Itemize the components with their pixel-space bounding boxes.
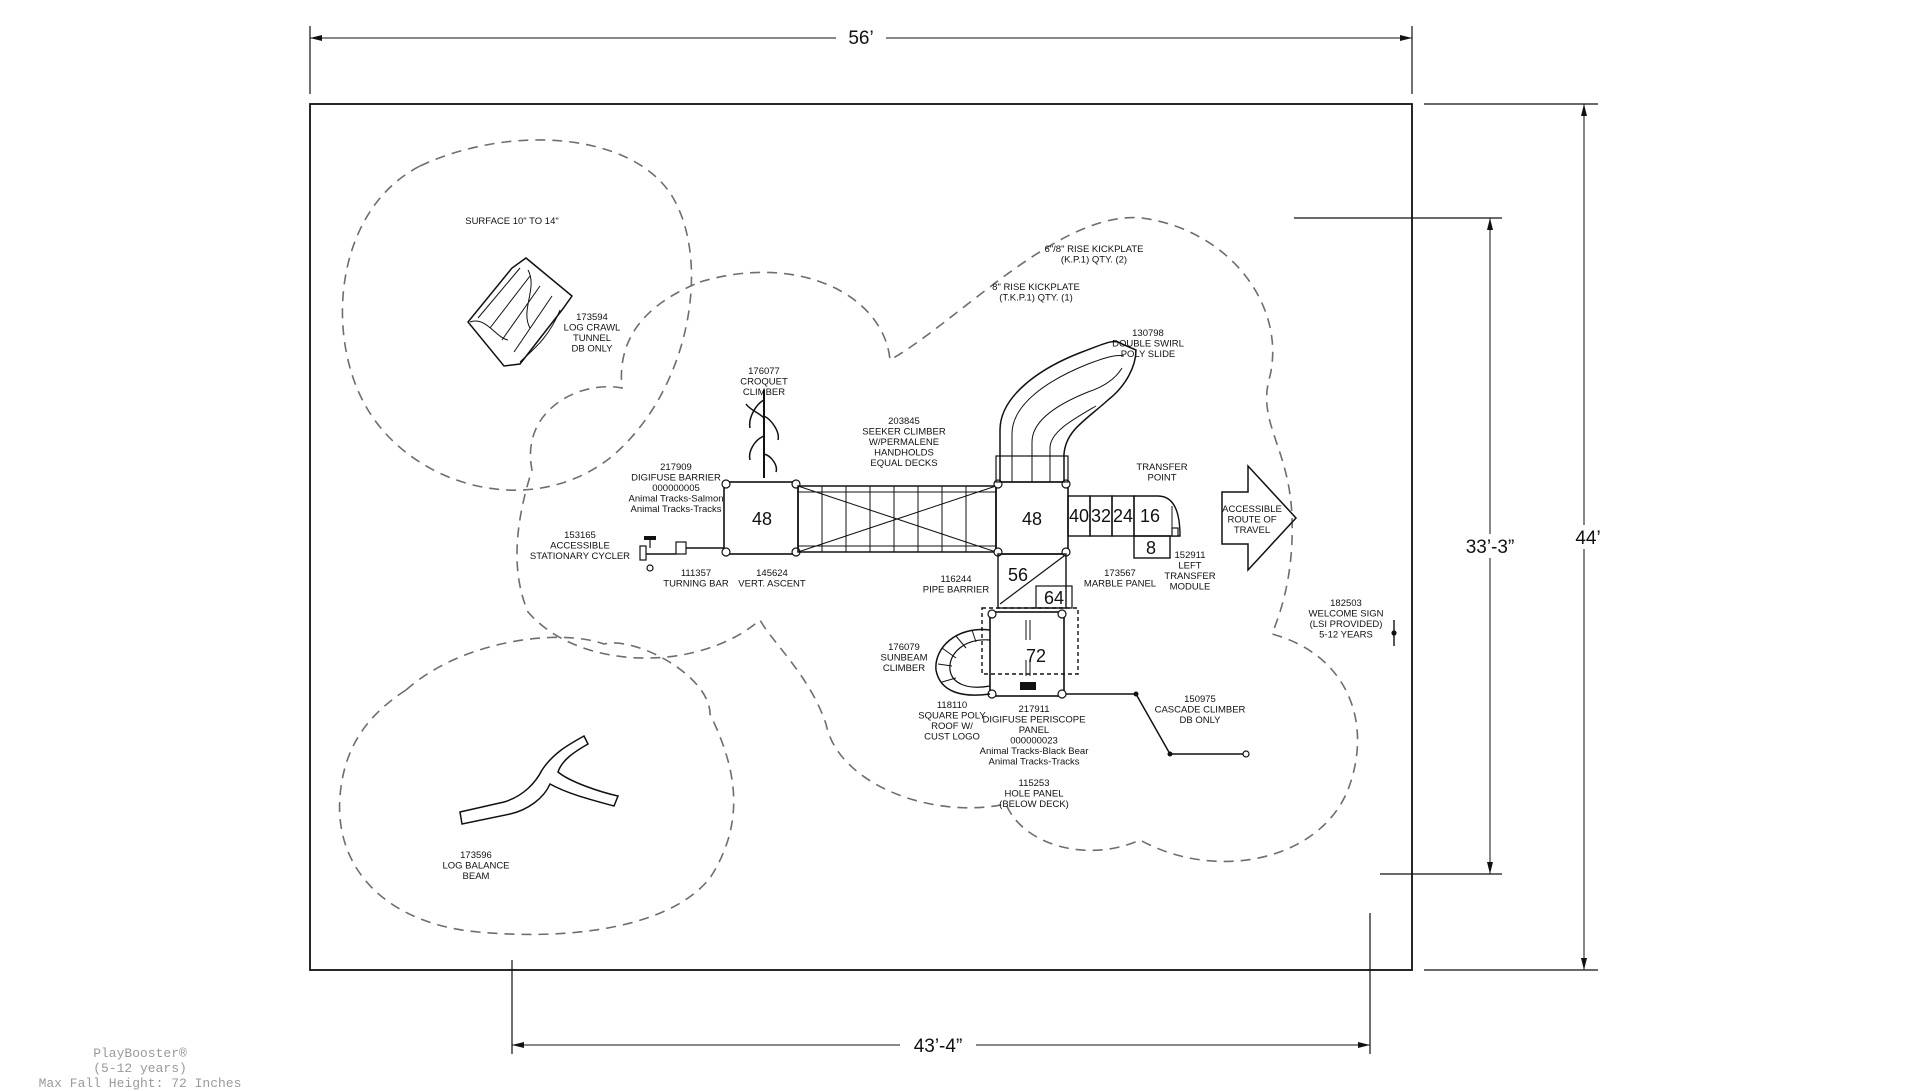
deck-48-left-number: 48 [752, 509, 772, 529]
dim-33-3: 33’-3” [1466, 537, 1515, 558]
step-16: 16 [1140, 506, 1160, 526]
dimension-bottom: 43’-4” [511, 913, 1371, 1057]
croquet-climber-icon [745, 390, 780, 478]
footer-caption: PlayBooster® (5-12 years) Max Fall Heigh… [20, 1046, 260, 1091]
welcome-sign-icon [1391, 620, 1397, 646]
site-border [309, 103, 1413, 971]
step-24: 24 [1113, 506, 1133, 526]
cascade-climber-icon [1066, 691, 1250, 758]
step-40: 40 [1069, 506, 1089, 526]
deck-48-right-number: 48 [1022, 509, 1042, 529]
surface-note: SURFACE 10" TO 14" [465, 216, 559, 227]
seeker-climber-bridge [797, 485, 997, 553]
use-zone-main [516, 216, 1359, 863]
dim-43-4: 43’-4” [914, 1036, 963, 1057]
kickplate-kp-label: 6"/8" RISE KICKPLATE(K.P.1) QTY. (2) [1045, 244, 1144, 266]
dimension-right-inner: 33’-3” [1294, 217, 1530, 875]
lower-deck-posts [987, 609, 1067, 699]
double-swirl-slide-icon [995, 340, 1137, 483]
dim-56: 56’ [848, 28, 873, 49]
deck-64-number: 64 [1044, 588, 1064, 608]
footer-age: (5-12 years) [93, 1061, 187, 1076]
stationary-cycler-icon [639, 536, 676, 572]
dim-44: 44’ [1575, 528, 1600, 549]
use-zone-bottom-left [338, 636, 735, 936]
sunbeam-climber-icon [935, 628, 991, 696]
transfer-steps [1067, 495, 1181, 559]
lower-decks [981, 553, 1079, 697]
kickplate-tkp-label: 8" RISE KICKPLATE(T.K.P.1) QTY. (1) [992, 282, 1080, 304]
footer-fall-height: Max Fall Height: 72 Inches [38, 1076, 242, 1091]
dimension-top: 56’ [309, 26, 1413, 94]
step-8: 8 [1146, 538, 1156, 558]
footer-brand: PlayBooster® [93, 1046, 187, 1061]
use-zone-top-left [341, 139, 693, 491]
deck-56-number: 56 [1008, 565, 1028, 585]
log-crawl-tunnel-icon [467, 257, 574, 367]
log-balance-beam-icon [459, 734, 620, 825]
deck-72-number: 72 [1026, 646, 1046, 666]
step-32: 32 [1091, 506, 1111, 526]
turning-bar-icon [675, 541, 724, 555]
dimension-right-outer: 44’ [1424, 103, 1606, 971]
accessible-route-arrow [1221, 464, 1298, 572]
